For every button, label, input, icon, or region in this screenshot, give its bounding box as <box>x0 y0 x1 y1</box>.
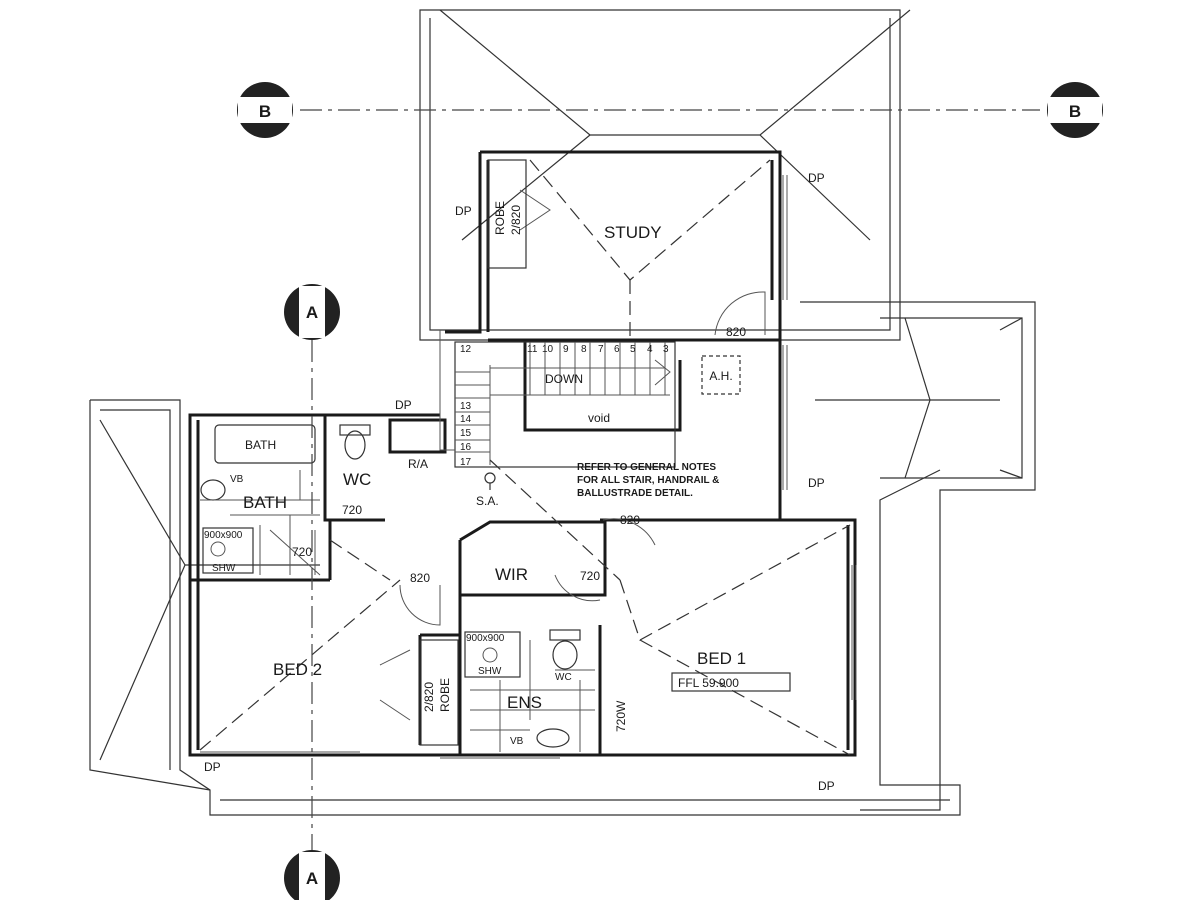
label-ra: R/A <box>408 457 428 471</box>
label-dp-bottom-right: DP <box>818 779 835 793</box>
dim-820-bed2: 820 <box>410 571 430 585</box>
smoke-alarm-icon <box>484 472 496 490</box>
label-shw-main: SHW <box>212 563 236 574</box>
ah-box: A.H. <box>701 355 741 395</box>
section-marker-a-bottom: A <box>284 850 340 900</box>
svg-text:3: 3 <box>663 344 669 355</box>
svg-text:16: 16 <box>460 442 472 453</box>
tile-grids <box>200 470 595 752</box>
doors <box>269 189 766 721</box>
fixture-label-bath: BATH <box>245 438 276 452</box>
dim-720w-ens: 720W <box>614 700 628 732</box>
label-void: void <box>588 411 610 425</box>
svg-text:5: 5 <box>630 344 636 355</box>
stair <box>439 330 676 468</box>
roof-outline-right <box>800 301 1036 811</box>
svg-text:14: 14 <box>460 414 472 425</box>
svg-text:15: 15 <box>460 428 472 439</box>
ens-fixtures <box>464 629 581 748</box>
label-dp-right: DP <box>808 476 825 490</box>
robe-bed2 <box>419 639 459 746</box>
stair-general-note: REFER TO GENERAL NOTES FOR ALL STAIR, HA… <box>577 462 719 499</box>
robe-label-bed2: 2/820 ROBE <box>422 678 452 712</box>
wc-pan-main <box>339 424 371 460</box>
label-dp-bottom-left: DP <box>204 760 221 774</box>
basin-main <box>200 479 226 501</box>
svg-text:7: 7 <box>598 344 604 355</box>
label-wc-ens: WC <box>555 672 572 683</box>
robe-study <box>487 159 527 269</box>
room-label-study: STUDY <box>604 223 662 242</box>
svg-text:12: 12 <box>460 344 472 355</box>
svg-text:17: 17 <box>460 457 472 468</box>
svg-text:11: 11 <box>527 344 538 355</box>
label-dp-bath: DP <box>395 398 412 412</box>
svg-text:2/820: 2/820 <box>422 682 436 712</box>
room-label-bath: BATH <box>243 493 287 512</box>
svg-text:9: 9 <box>563 344 569 355</box>
label-vb-main: VB <box>230 474 244 485</box>
svg-text:10: 10 <box>542 344 554 355</box>
roof-hips-dashed <box>199 159 851 756</box>
internal-walls <box>323 338 780 755</box>
label-shw-ens: SHW <box>478 666 502 677</box>
svg-text:2/820: 2/820 <box>509 205 523 235</box>
svg-text:A: A <box>306 303 318 322</box>
svg-text:ROBE: ROBE <box>493 201 507 235</box>
svg-text:B: B <box>1069 102 1081 121</box>
svg-text:4: 4 <box>647 344 653 355</box>
label-vb-ens: VB <box>510 736 524 747</box>
room-label-ens: ENS <box>507 693 542 712</box>
svg-text:8: 8 <box>581 344 587 355</box>
bath-tub <box>214 424 316 464</box>
svg-text:6: 6 <box>614 344 620 355</box>
shower-main <box>202 527 254 574</box>
stair-numbers-left: 12 13 14 15 16 17 <box>460 344 472 468</box>
label-down: DOWN <box>545 372 583 386</box>
svg-text:ROBE: ROBE <box>438 678 452 712</box>
svg-text:FFL 59.900: FFL 59.900 <box>678 676 739 690</box>
ffl-tag: FFL 59.900 <box>671 672 791 692</box>
svg-text:B: B <box>259 102 271 121</box>
svg-text:REFER TO GENERAL NOTES: REFER TO GENERAL NOTES <box>577 462 716 473</box>
dim-720-wir: 720 <box>580 569 600 583</box>
svg-text:A: A <box>306 869 318 888</box>
room-label-bed1: BED 1 <box>697 649 746 668</box>
dim-720-wc: 720 <box>342 503 362 517</box>
label-dp-study-right: DP <box>808 171 825 185</box>
label-sa: S.A. <box>476 494 499 508</box>
section-marker-a-top: A <box>284 284 340 340</box>
roof-outline-lower <box>89 399 961 816</box>
room-label-wc: WC <box>343 470 371 489</box>
dim-720-bath: 720 <box>292 545 312 559</box>
dim-820-bed1: 820 <box>620 513 640 527</box>
dim-820-study: 820 <box>726 325 746 339</box>
label-dp-study-left: DP <box>455 204 472 218</box>
svg-text:BALLUSTRADE DETAIL.: BALLUSTRADE DETAIL. <box>577 488 693 499</box>
svg-text:FOR ALL STAIR, HANDRAIL &: FOR ALL STAIR, HANDRAIL & <box>577 475 719 486</box>
robe-label-study: ROBE 2/820 <box>493 201 523 235</box>
room-label-wir: WIR <box>495 565 528 584</box>
windows <box>200 175 857 759</box>
svg-text:13: 13 <box>460 401 472 412</box>
section-marker-b-left: B <box>237 82 293 138</box>
section-marker-b-right: B <box>1047 82 1103 138</box>
svg-text:A.H.: A.H. <box>709 369 732 383</box>
label-shw-size-main: 900x900 <box>204 530 243 541</box>
room-label-bed2: BED 2 <box>273 660 322 679</box>
stair-numbers-top: 11 10 9 8 7 6 5 4 3 <box>527 344 669 355</box>
label-shw-size-ens: 900x900 <box>466 633 505 644</box>
roof-outline-upper <box>419 9 911 341</box>
